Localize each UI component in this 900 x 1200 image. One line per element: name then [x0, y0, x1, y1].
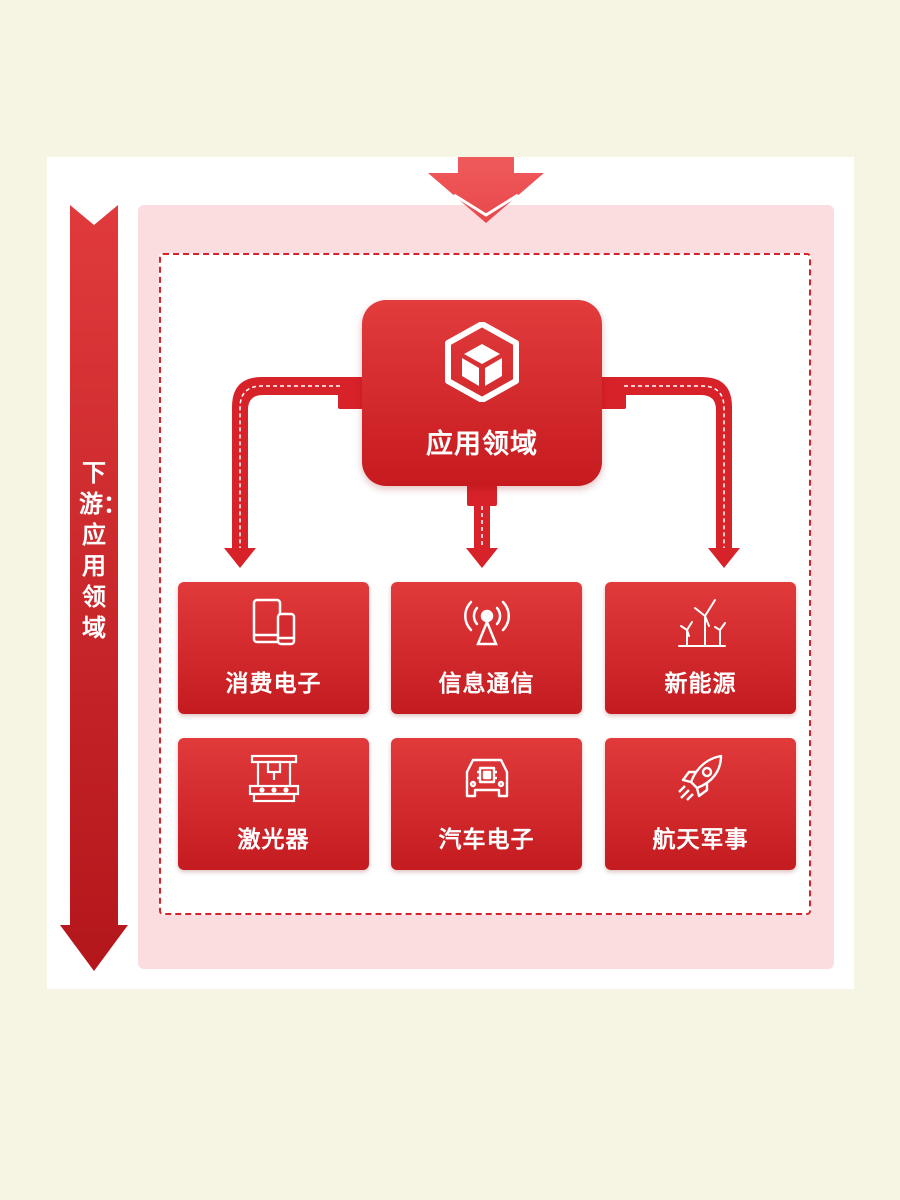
signal-tower-icon [464, 600, 510, 646]
tile-label: 汽车电子 [438, 827, 535, 853]
center-label: 应用领域 [426, 429, 538, 460]
tile-new-energy: 新能源 [605, 582, 796, 714]
tile-consumer-electronics: 消费电子 [178, 582, 369, 714]
tile-label: 消费电子 [225, 671, 322, 697]
wind-turbine-icon [678, 599, 726, 647]
tile-automotive-electronics: 汽车电子 [391, 738, 582, 870]
cube-icon [445, 322, 519, 402]
tile-label: 信息通信 [438, 671, 535, 697]
tile-label: 新能源 [664, 671, 737, 697]
car-chip-icon [465, 758, 509, 798]
downstream-arrow [60, 205, 128, 971]
tile-label: 激光器 [237, 827, 310, 853]
tile-label: 航天军事 [652, 827, 749, 853]
side-label: 下游：应用领域 [79, 459, 127, 642]
tile-laser: 激光器 [178, 738, 369, 870]
center-node: 应用领域 [362, 300, 602, 486]
top-chevron-arrow [428, 157, 544, 223]
laser-machine-icon [248, 754, 300, 803]
rocket-icon [678, 754, 723, 801]
tile-aerospace: 航天军事 [605, 738, 796, 870]
phone-tablet-icon [252, 598, 296, 646]
tile-telecom: 信息通信 [391, 582, 582, 714]
